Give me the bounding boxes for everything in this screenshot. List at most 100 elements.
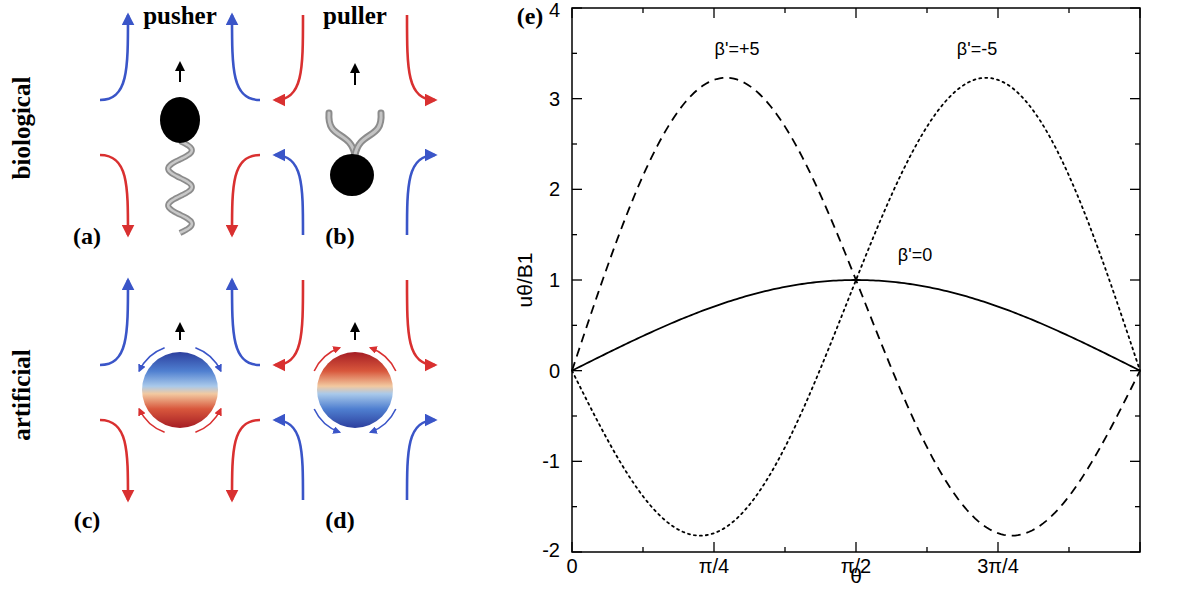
y-tick — [572, 189, 582, 190]
swim-direction-arrow — [179, 63, 181, 82]
cell-body — [330, 154, 374, 196]
y-tick — [572, 7, 582, 8]
swim-direction-arrow — [179, 324, 181, 340]
x-tick-label: π/4 — [699, 555, 729, 577]
squirmer-sphere — [142, 352, 218, 428]
flagellum — [355, 113, 381, 155]
y-tick — [572, 461, 582, 462]
x-tick-label: 3π/4 — [977, 555, 1019, 577]
flow-field — [100, 15, 260, 235]
axis-title: uθ/B1 — [513, 253, 536, 308]
line-chart — [572, 8, 1140, 552]
streamline — [407, 155, 435, 235]
y-tick — [1135, 234, 1140, 235]
y-tick — [1130, 189, 1140, 190]
y-tick — [1130, 279, 1140, 280]
flow-field — [100, 280, 260, 500]
x-tick — [926, 8, 927, 13]
panel-label: (e) — [517, 3, 544, 29]
streamline — [275, 15, 303, 100]
flagellum — [329, 113, 355, 155]
y-tick — [572, 143, 577, 144]
panel-label: (a) — [73, 223, 101, 249]
surface-slip-arrow — [139, 409, 164, 432]
x-tick — [997, 542, 998, 552]
x-tick — [713, 8, 714, 18]
surface-slip-arrow — [195, 348, 220, 371]
y-tick — [1135, 325, 1140, 326]
y-tick — [572, 279, 582, 280]
streamline — [275, 280, 303, 365]
streamline — [275, 155, 303, 235]
y-tick — [1135, 415, 1140, 416]
y-tick-label: 0 — [549, 360, 560, 382]
surface-slip-arrow — [370, 409, 395, 432]
streamline — [100, 420, 128, 500]
flagellum-helix — [168, 141, 192, 233]
y-tick — [1130, 7, 1140, 8]
flagellum — [355, 113, 381, 155]
y-tick — [1135, 143, 1140, 144]
streamline — [275, 420, 303, 500]
x-tick — [1139, 8, 1140, 18]
swim-direction-arrow — [354, 65, 356, 85]
surface-slip-arrow — [370, 348, 395, 371]
panel-label: (d) — [325, 507, 354, 533]
y-tick-label: -1 — [542, 450, 560, 472]
y-tick — [1135, 53, 1140, 54]
flagellum — [329, 113, 355, 155]
row-heading: artificial — [8, 349, 36, 441]
x-tick — [1068, 547, 1069, 552]
curve-label: β'=0 — [898, 246, 932, 266]
streamline — [232, 15, 260, 100]
row-heading: biological — [8, 77, 36, 180]
y-tick — [572, 325, 577, 326]
streamline — [407, 15, 435, 100]
y-tick — [572, 98, 582, 99]
column-heading: pusher — [143, 2, 217, 30]
x-tick — [855, 8, 856, 18]
streamline — [232, 280, 260, 365]
x-tick-label: 0 — [566, 555, 577, 577]
surface-slip-arrow — [314, 348, 339, 371]
surface-slip-arrow — [139, 348, 164, 371]
x-tick — [571, 542, 572, 552]
streamline — [100, 15, 128, 100]
y-tick — [572, 551, 582, 552]
x-tick — [997, 8, 998, 18]
y-tick-label: 4 — [549, 0, 560, 21]
streamline — [100, 155, 128, 235]
y-tick-label: 3 — [549, 88, 560, 110]
panel-label: (b) — [325, 223, 354, 249]
flagellum-helix — [168, 141, 192, 233]
cell-body — [160, 97, 200, 143]
streamline — [232, 420, 260, 500]
flow-field — [275, 280, 435, 500]
y-tick — [572, 415, 577, 416]
y-tick — [572, 234, 577, 235]
streamline — [232, 155, 260, 235]
x-tick — [855, 542, 856, 552]
swim-direction-arrow — [354, 324, 356, 340]
x-tick — [642, 547, 643, 552]
y-tick — [1130, 551, 1140, 552]
x-tick — [784, 547, 785, 552]
dashed-curve — [572, 78, 1140, 536]
axis-title: θ — [850, 565, 862, 588]
y-tick — [1130, 98, 1140, 99]
surface-slip-arrow — [314, 409, 339, 432]
y-tick-label: 1 — [549, 269, 560, 291]
streamline — [100, 280, 128, 365]
x-tick — [642, 8, 643, 13]
x-tick — [1068, 8, 1069, 13]
squirmer-sphere — [317, 352, 393, 428]
solid-curve — [572, 280, 1140, 371]
plot-frame — [572, 8, 1140, 552]
dotted-curve — [572, 78, 1140, 536]
x-tick — [1139, 542, 1140, 552]
streamline — [407, 420, 435, 500]
x-tick — [713, 542, 714, 552]
y-tick-label: -2 — [542, 539, 560, 561]
